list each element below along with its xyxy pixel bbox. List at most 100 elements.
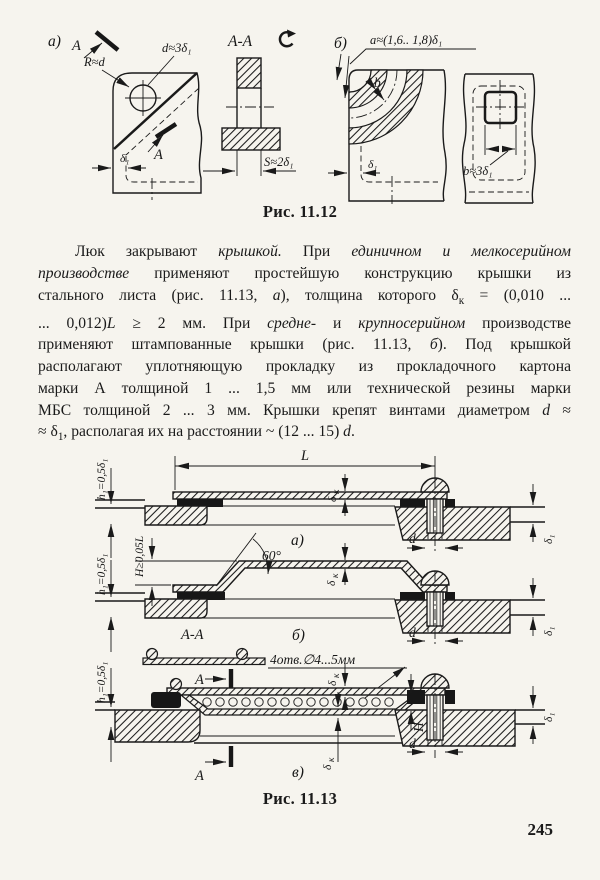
cutting-plane-stroke bbox=[154, 122, 178, 139]
flange-section bbox=[221, 127, 281, 151]
h1-label: h₁=0,5δ₁ bbox=[96, 554, 108, 595]
d-label: d bbox=[409, 531, 416, 546]
paragraph-line: производстве применяют простейшую констр… bbox=[38, 264, 571, 282]
holes-label: 4отв.∅4...5мм bbox=[270, 652, 355, 667]
boss-right bbox=[394, 599, 511, 634]
cut-letter: А bbox=[194, 672, 204, 688]
h1-label: h₁=0,5δ₁ bbox=[96, 459, 108, 500]
boss-left bbox=[144, 505, 208, 526]
chamfer-edge bbox=[113, 72, 198, 150]
boss-right bbox=[394, 709, 516, 747]
gasket bbox=[400, 499, 425, 507]
view-b-tag: б) bbox=[334, 35, 347, 52]
boss-right bbox=[394, 506, 511, 541]
gasket bbox=[445, 690, 455, 704]
spring-row bbox=[202, 697, 394, 707]
leader-arrow bbox=[335, 53, 343, 81]
break-edge bbox=[531, 73, 536, 204]
view-a-tag: а) bbox=[291, 532, 304, 549]
fig12-section-aa: А-А S≈2δ₁ bbox=[203, 29, 296, 176]
radius-leader bbox=[101, 69, 130, 88]
delta1-label: δ₁ bbox=[543, 713, 555, 722]
hole-leader bbox=[147, 55, 175, 86]
view-b-tag: б) bbox=[292, 627, 305, 644]
cover-thickness-label: δ к bbox=[322, 757, 337, 770]
fig12-view-b-plan: b≈3δ₁ bbox=[461, 73, 536, 204]
rotated-view-icon bbox=[278, 29, 296, 48]
cover-profile-strip bbox=[142, 657, 266, 666]
boss-section bbox=[236, 57, 262, 89]
svg-text:к: к bbox=[332, 489, 342, 494]
gasket bbox=[151, 692, 181, 708]
H-label: Н bbox=[411, 721, 426, 733]
gasket bbox=[445, 592, 455, 600]
svg-text:δ: δ bbox=[326, 580, 338, 586]
stiffening-bead bbox=[235, 647, 249, 661]
gasket bbox=[177, 592, 225, 600]
delta1-label: δ₁ bbox=[543, 535, 555, 544]
recess-band bbox=[348, 69, 424, 145]
band-centerline bbox=[348, 69, 398, 119]
length-label: L bbox=[300, 448, 309, 464]
paragraph-line: ≈ δ1, располагая их на расстоянии ~ (12 … bbox=[38, 423, 355, 444]
svg-text:δ: δ bbox=[327, 496, 339, 502]
svg-text:к: к bbox=[327, 757, 337, 762]
fig13-view-b: 60° H≥0,05L h₁=0,5δ₁ δ к δ₁ d А-А б) bbox=[95, 532, 555, 652]
stamped-cover bbox=[172, 560, 448, 593]
gasket bbox=[400, 592, 425, 600]
svg-text:δ: δ bbox=[327, 680, 339, 686]
fig13-view-v: 4отв.∅4...5мм А bbox=[95, 647, 555, 784]
section-label: А-А bbox=[180, 627, 204, 643]
figure-11-13: L h₁=0,5δ₁ δ к bbox=[95, 448, 555, 784]
body-paragraph: Люк закрывают крышкой. При единичном и м… bbox=[38, 241, 571, 449]
cutting-plane-letter: А bbox=[153, 147, 163, 163]
figure-11-12: а) А R≈d d≈3δ₁ А δ₁ А-А bbox=[48, 29, 536, 204]
leader-arrow bbox=[342, 55, 350, 99]
paragraph-line: МБС толщиной 2 ... 3 мм. Крышки крепят в… bbox=[38, 401, 571, 419]
page-number: 245 bbox=[527, 820, 554, 839]
paragraph-line: ... 0,012)L ≥ 2 мм. При средне- и крупно… bbox=[38, 314, 572, 332]
fig13-view-a: L h₁=0,5δ₁ δ к bbox=[95, 448, 555, 558]
band-dim-arrows bbox=[365, 77, 385, 101]
cover-thickness-label: δ к bbox=[327, 673, 342, 686]
hidden-contour bbox=[360, 146, 438, 183]
paragraph-line: марки А толщиной 1 ... 1,5 мм или технич… bbox=[38, 379, 571, 397]
d-label: d bbox=[409, 625, 416, 640]
view-v-tag: в) bbox=[292, 764, 304, 781]
break-edge bbox=[442, 69, 447, 202]
hole-label: d≈3δ₁ bbox=[162, 41, 192, 55]
boss-left bbox=[114, 709, 201, 743]
depth-label: a≈(1,6.. 1,8)δ₁ bbox=[370, 33, 442, 47]
H-min-label: H≥0,05L bbox=[134, 536, 146, 578]
hidden-boss-contour bbox=[472, 85, 526, 181]
body-outline bbox=[348, 69, 444, 202]
cutting-plane-arrow bbox=[147, 134, 164, 153]
view-a-tag: а) bbox=[48, 33, 61, 50]
angle-label: 60° bbox=[262, 548, 282, 563]
stiffening-bead bbox=[169, 677, 183, 691]
figure-11-13-caption: Рис. 11.13 bbox=[262, 789, 338, 808]
paragraph-line: стального листа (рис. 11.13, а), толщина… bbox=[38, 286, 572, 307]
gasket bbox=[177, 499, 223, 507]
paragraph-line: располагают уплотняющую прокладку из про… bbox=[38, 358, 571, 376]
fig12-view-a: а) А R≈d d≈3δ₁ А δ₁ bbox=[48, 30, 203, 200]
cover-thickness-label: δ к bbox=[327, 489, 342, 502]
cover-plate bbox=[172, 491, 448, 500]
hidden-contour bbox=[125, 156, 198, 183]
paragraph-line: Люк закрывают крышкой. При единичном и м… bbox=[75, 243, 572, 260]
figure-11-12-caption: Рис. 11.12 bbox=[262, 202, 338, 221]
leader-line bbox=[349, 48, 476, 65]
d-label: d bbox=[409, 736, 416, 751]
svg-text:δ: δ bbox=[322, 764, 334, 770]
boss-size-label: b≈3δ₁ bbox=[463, 164, 493, 178]
cut-letter: А bbox=[194, 768, 204, 784]
svg-text:к: к bbox=[331, 573, 341, 578]
paragraph-line: применяют штампованные крышки (рис. 11.1… bbox=[38, 336, 571, 354]
radius-label: R≈d bbox=[83, 55, 105, 69]
section-title: А-А bbox=[227, 33, 253, 50]
cutting-plane-stroke bbox=[94, 30, 120, 52]
hidden-edge bbox=[125, 87, 200, 156]
leader-line bbox=[489, 150, 509, 166]
plate-outline bbox=[112, 72, 203, 194]
